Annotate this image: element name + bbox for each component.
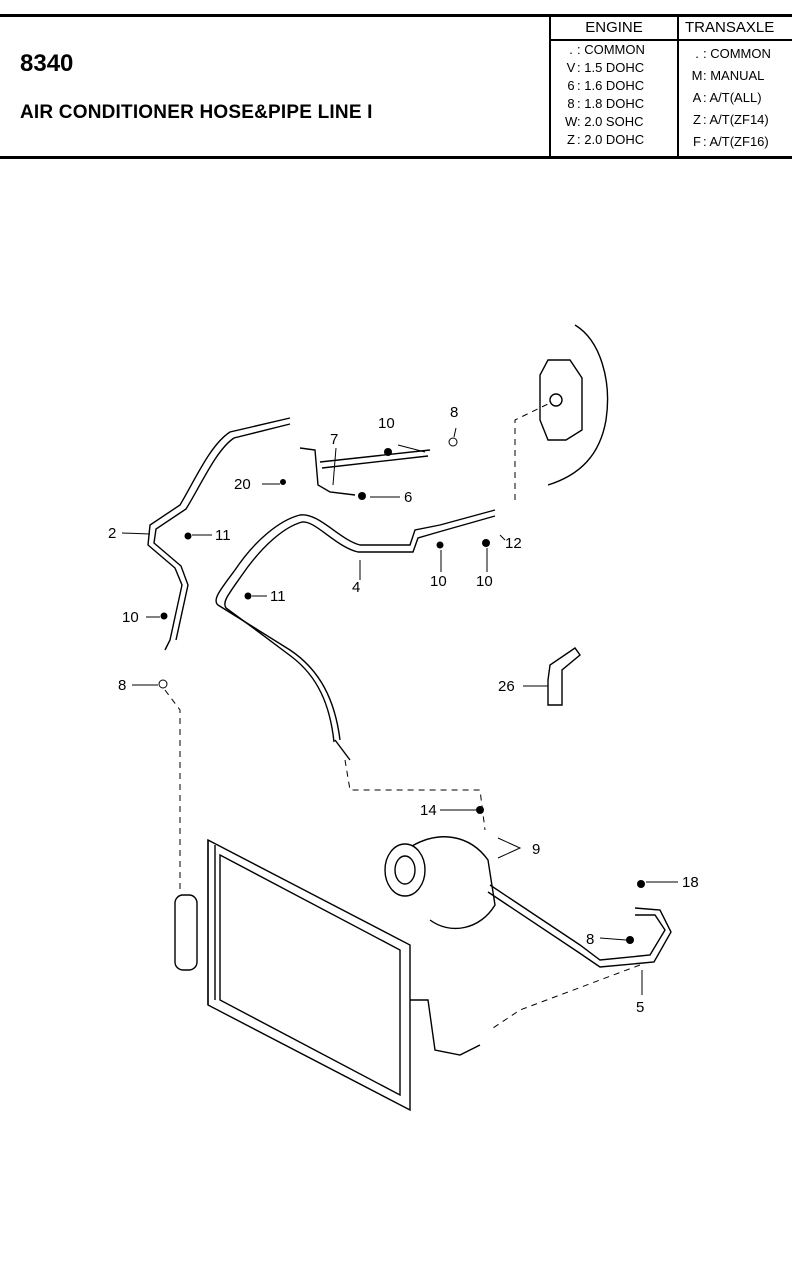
pipe-7: [299, 447, 356, 496]
callout-14: 14: [420, 802, 437, 819]
callout-8-right: 8: [586, 931, 594, 948]
transaxle-row: F: A/T(ZF16): [693, 134, 769, 149]
callout-9: 9: [532, 841, 540, 858]
callout-8-left: 8: [118, 677, 126, 694]
bolt-10-top: [384, 448, 392, 456]
hose-4-fitting: [334, 739, 351, 761]
leader-5-condenser: [489, 964, 641, 1031]
leader-hose-compressor: [344, 759, 486, 831]
header-top-rule: [0, 14, 792, 17]
hose-4: [215, 509, 496, 741]
firewall-outline: [547, 324, 609, 486]
part-26: [547, 647, 581, 706]
pipe-5-inner: [487, 891, 672, 968]
callout-12: 12: [505, 535, 522, 552]
header: 8340 AIR CONDITIONER HOSE&PIPE LINE I EN…: [0, 0, 792, 160]
callout-26: 26: [498, 678, 515, 695]
bolt-11-mid: [244, 592, 252, 600]
flange-port: [549, 393, 563, 407]
legend-table: ENGINE .: COMMON V: 1.5 DOHC 6: 1.6 DOHC…: [549, 17, 792, 156]
leader-12: [499, 534, 506, 541]
parts-diagram: 10 8 7 20 6 2 11 12 4 10 10 11 10 8 26 1…: [108, 324, 699, 1112]
engine-row: 8: 1.8 DOHC: [567, 96, 645, 111]
condenser-frame: [207, 838, 411, 1112]
condenser-core: [219, 853, 401, 1097]
receiver-drier: [174, 894, 198, 971]
callout-8-top: 8: [450, 404, 458, 421]
bolt-10-left: [160, 612, 168, 620]
bolt-20: [280, 479, 286, 485]
engine-header: ENGINE: [551, 17, 677, 41]
callout-5: 5: [636, 999, 644, 1016]
transaxle-header: TRANSAXLE: [679, 17, 792, 41]
callout-2: 2: [108, 525, 116, 542]
engine-column: ENGINE .: COMMON V: 1.5 DOHC 6: 1.6 DOHC…: [551, 17, 679, 156]
bolt-10-b: [482, 539, 490, 547]
pipe-2: [147, 417, 291, 651]
callout-10-b: 10: [476, 573, 493, 590]
callout-10-top: 10: [378, 415, 395, 432]
engine-row: W: 2.0 SOHC: [565, 114, 644, 129]
transaxle-column: TRANSAXLE .: COMMON M: MANUAL A: A/T(ALL…: [679, 17, 792, 156]
callout-7: 7: [330, 431, 338, 448]
page-title: AIR CONDITIONER HOSE&PIPE LINE I: [20, 102, 373, 123]
callout-6: 6: [404, 489, 412, 506]
leader-9: [497, 837, 522, 859]
pipe-7-c: [321, 455, 429, 469]
callout-11-left: 11: [215, 527, 231, 544]
engine-row: 6: 1.6 DOHC: [567, 78, 645, 93]
leader-7: [332, 447, 337, 486]
group-code: 8340: [20, 50, 74, 77]
bolt-14: [476, 806, 484, 814]
bolt-11-left: [184, 532, 192, 540]
hose-4-inner: [224, 515, 496, 743]
transaxle-row: A: A/T(ALL): [692, 90, 762, 105]
condenser-outlet: [410, 999, 481, 1056]
transaxle-row: .: COMMON: [695, 46, 771, 61]
compressor-body: [411, 836, 496, 930]
engine-row: .: COMMON: [569, 42, 645, 57]
evaporator-flange: [539, 359, 583, 441]
callout-18: 18: [682, 874, 699, 891]
callout-10-left: 10: [122, 609, 139, 626]
pipe-5: [489, 884, 666, 961]
transaxle-row: Z: A/T(ZF14): [693, 112, 769, 127]
pipe-7-b: [319, 449, 431, 463]
oring-8-right: [626, 936, 634, 944]
oring-8-left: [158, 679, 168, 689]
leader-8-drier: [164, 689, 181, 890]
leader-8-top: [453, 427, 457, 438]
bolt-18: [637, 880, 645, 888]
leader-2: [121, 532, 151, 535]
transaxle-row: M: MANUAL: [691, 68, 765, 83]
nut-6: [358, 492, 366, 500]
header-bottom-rule: [0, 156, 792, 159]
callout-10-a: 10: [430, 573, 447, 590]
engine-row: Z: 2.0 DOHC: [567, 132, 645, 147]
callout-4: 4: [352, 579, 360, 596]
leader-10-top: [397, 444, 426, 453]
compressor-clutch: [384, 843, 426, 897]
callout-20: 20: [234, 476, 251, 493]
condenser-side-rail: [207, 840, 216, 1005]
leader-12-flange: [514, 401, 553, 500]
oring-8-top: [448, 437, 458, 447]
pipe-2-inner: [153, 423, 291, 641]
callout-11-mid: 11: [270, 588, 286, 605]
engine-row: V: 1.5 DOHC: [566, 60, 645, 75]
compressor-clutch-inner: [394, 855, 416, 885]
leader-8-right: [599, 937, 627, 941]
bolt-10-a: [436, 541, 444, 549]
